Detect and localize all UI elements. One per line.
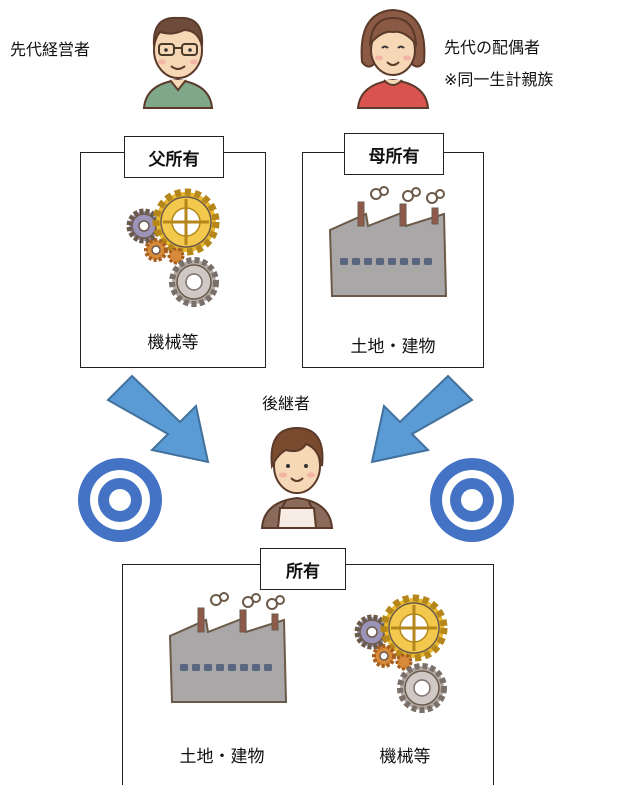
mother-asset-label: 土地・建物	[350, 337, 436, 357]
arrow-right-icon	[370, 374, 474, 464]
double-circle-left-icon	[78, 458, 162, 542]
mother-box-title: 母所有	[344, 133, 444, 175]
factory-icon	[328, 186, 448, 297]
successor-asset-left-label: 土地・建物	[179, 747, 265, 767]
successor-role-label: 後継者	[262, 394, 311, 413]
father-avatar-icon	[142, 16, 214, 109]
arrow-left-icon	[106, 374, 210, 464]
successor-avatar-icon	[260, 426, 334, 529]
successor-box-title: 所有	[260, 548, 346, 590]
mother-role-line1: 先代の配偶者	[444, 38, 541, 57]
successor-asset-right-label: 機械等	[379, 747, 431, 767]
gears-icon-successor	[354, 594, 448, 713]
double-circle-right-icon	[430, 458, 514, 542]
mother-avatar-icon	[356, 8, 430, 109]
mother-role-line2: ※同一生計親族	[444, 70, 554, 89]
factory-icon-successor	[168, 592, 288, 703]
gears-icon	[126, 188, 220, 307]
father-box-title: 父所有	[124, 136, 224, 178]
father-asset-label: 機械等	[147, 333, 199, 353]
father-role-label: 先代経営者	[10, 40, 91, 59]
